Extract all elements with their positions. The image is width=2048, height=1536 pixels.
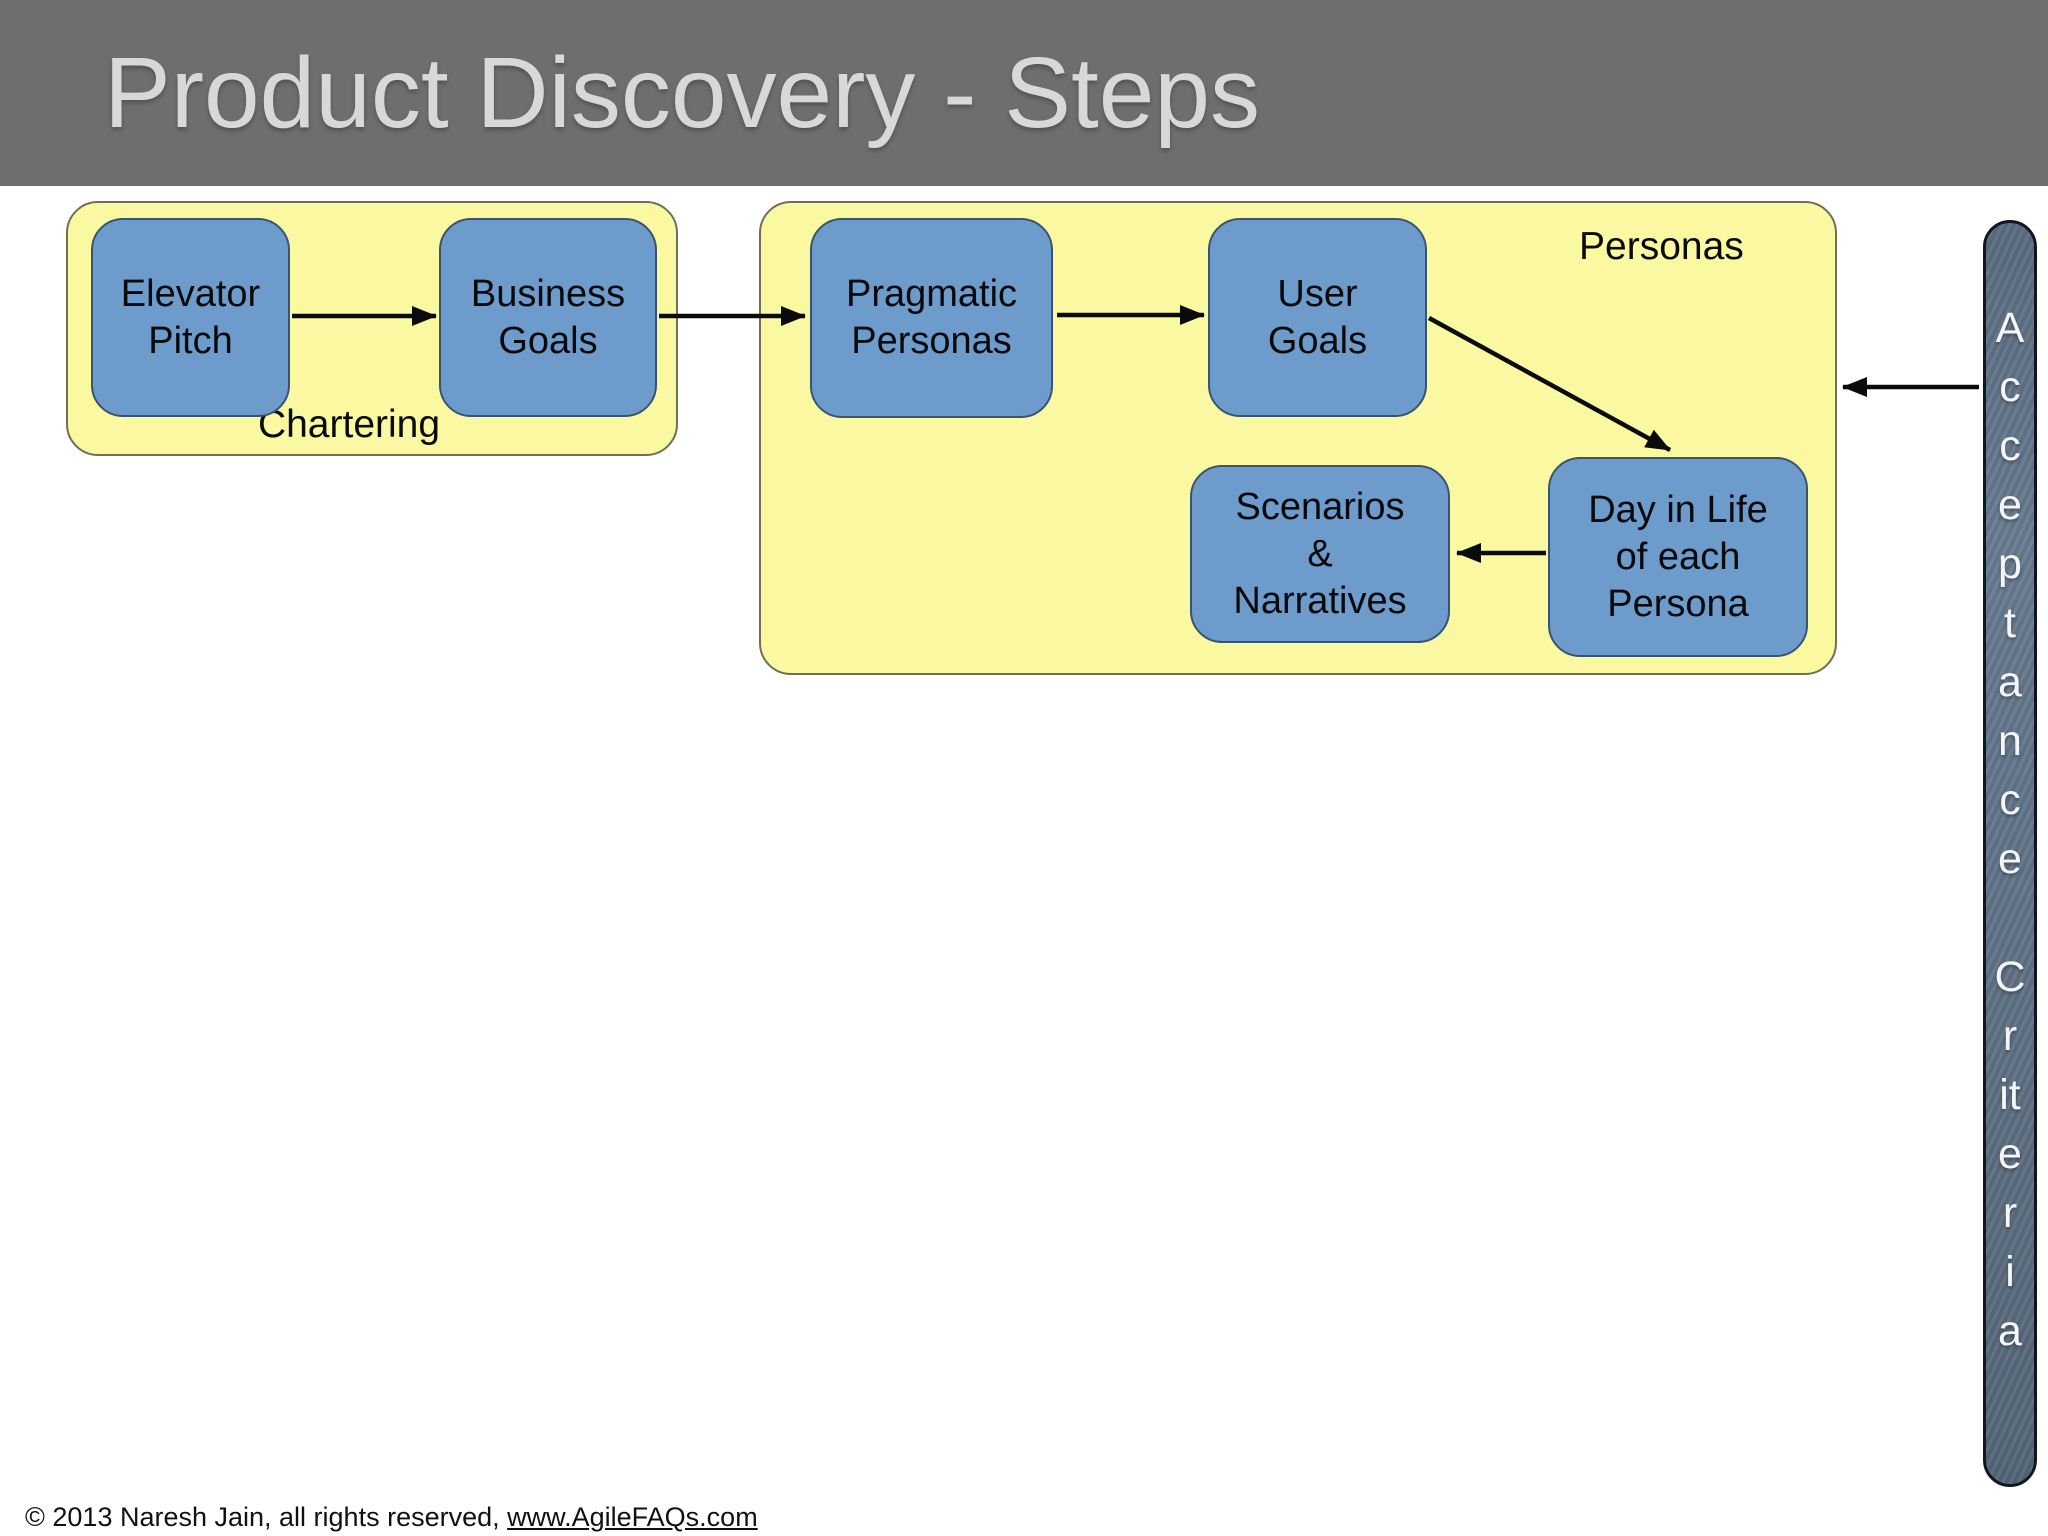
node-label-line: Day in Life — [1588, 488, 1768, 531]
node-pragmatic-personas: Pragmatic Personas — [810, 218, 1053, 418]
node-label-line: Pitch — [148, 319, 233, 362]
bar-letter: c — [1999, 363, 2021, 411]
bar-letter: t — [2004, 599, 2016, 647]
bar-letter: r — [2002, 1012, 2018, 1060]
bar-letter: r — [2002, 1189, 2018, 1237]
bar-letter: c — [1999, 422, 2021, 470]
group-personas-label: Personas — [1579, 225, 1744, 268]
page-title: Product Discovery - Steps — [104, 36, 1260, 149]
bar-letter: A — [1995, 304, 2025, 352]
node-label-line: & — [1307, 532, 1333, 575]
agilefaqs-link[interactable]: www.AgileFAQs.com — [507, 1502, 758, 1532]
acceptance-criteria-bar: A c c e p t a n c e C r it e r i a — [1983, 220, 2037, 1487]
node-user-goals: User Goals — [1208, 218, 1427, 417]
group-chartering-label: Chartering — [257, 403, 441, 446]
bar-letter: a — [1998, 1307, 2022, 1355]
bar-letter: a — [1998, 658, 2022, 706]
bar-letter: it — [1999, 1071, 2021, 1119]
node-label-line: Narratives — [1233, 579, 1407, 622]
node-label-line: Pragmatic — [845, 273, 1018, 315]
node-business-goals: Business Goals — [439, 218, 657, 417]
node-label-line: of each — [1615, 535, 1741, 578]
bar-letter-gap — [1986, 889, 2034, 948]
bar-letter: p — [1998, 540, 2022, 588]
bar-letter: C — [1994, 953, 2026, 1001]
node-label-line: Business — [470, 272, 626, 315]
bar-letter: i — [2005, 1248, 2015, 1296]
node-label-line: User — [1277, 272, 1358, 315]
node-label-line: Elevator — [120, 272, 261, 315]
node-scenarios-narratives: Scenarios & Narratives — [1190, 465, 1450, 643]
bar-letter: n — [1998, 717, 2022, 765]
bar-letter: e — [1998, 481, 2022, 529]
bar-letter: c — [1999, 776, 2021, 824]
node-label-line: Scenarios — [1235, 485, 1405, 528]
node-label-line: Personas — [851, 320, 1012, 362]
node-label-line: Goals — [1267, 319, 1368, 362]
node-label-line: Persona — [1607, 582, 1749, 625]
footer: © 2013 Naresh Jain, all rights reserved,… — [25, 1501, 758, 1533]
copyright-text: © 2013 Naresh Jain, all rights reserved, — [25, 1502, 508, 1532]
bar-letter: e — [1998, 835, 2022, 883]
node-day-in-life: Day in Life of each Persona — [1548, 457, 1808, 657]
title-bar: Product Discovery - Steps — [0, 0, 2048, 186]
bar-letter: e — [1998, 1130, 2022, 1178]
node-label-line: Goals — [498, 319, 598, 362]
node-elevator-pitch: Elevator Pitch — [91, 218, 290, 417]
